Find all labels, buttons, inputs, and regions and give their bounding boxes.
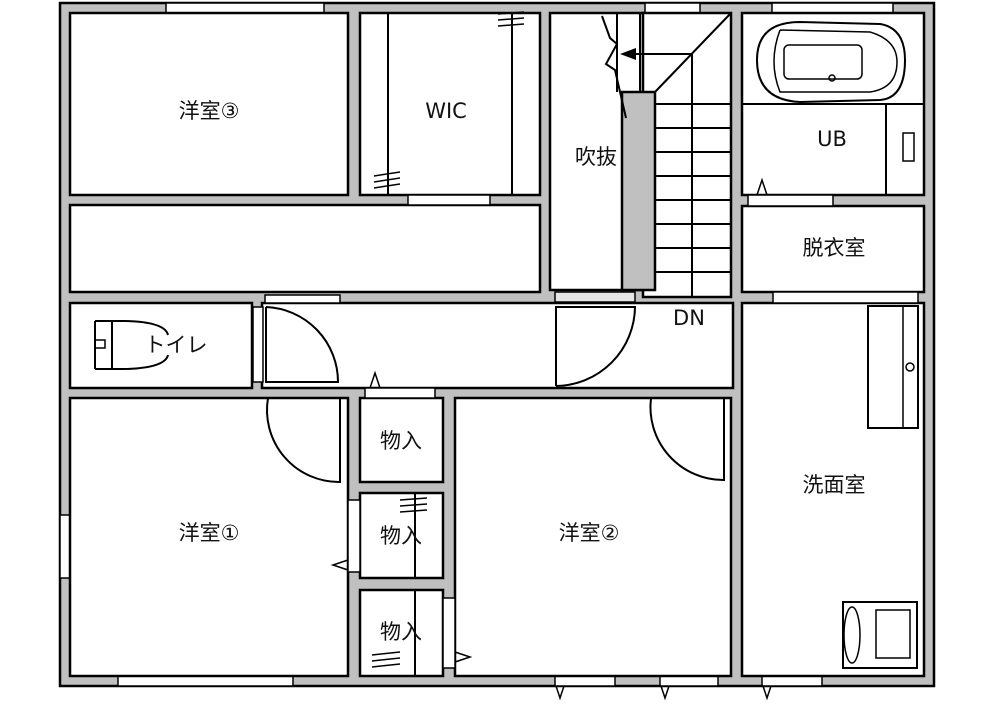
label-toilet: トイレ — [145, 333, 208, 357]
arrow-icon — [620, 48, 636, 60]
room-washroom — [740, 301, 926, 678]
room-dressing — [740, 204, 926, 294]
label-storage-2: 物入 — [380, 524, 422, 548]
room-toilet — [68, 301, 254, 390]
room-storage-2 — [358, 491, 445, 580]
faucet-icon — [902, 132, 915, 162]
label-western-room-1: 洋室① — [179, 521, 240, 545]
label-western-room-2: 洋室② — [559, 521, 620, 545]
label-stairs-down: DN — [673, 306, 705, 330]
room-storage-1 — [358, 396, 445, 484]
hallway — [260, 301, 735, 390]
label-western-room-3: 洋室③ — [179, 99, 240, 123]
sink-icon — [842, 601, 918, 669]
label-wic: WIC — [425, 99, 467, 123]
room-storage-3 — [358, 588, 445, 678]
room-western-1 — [68, 396, 350, 678]
label-atrium: 吹抜 — [575, 145, 617, 169]
corridor-upper — [68, 203, 542, 294]
label-washroom: 洗面室 — [803, 473, 866, 497]
washing-machine-icon — [867, 305, 919, 429]
doors — [252, 11, 919, 676]
room-western-2 — [453, 396, 733, 678]
label-storage-1: 物入 — [380, 429, 422, 453]
room-western-3 — [68, 11, 350, 197]
label-dressing-room: 脱衣室 — [803, 236, 866, 260]
label-unit-bath: UB — [817, 127, 847, 151]
toilet-icon — [94, 320, 169, 370]
room-wic — [358, 11, 542, 197]
label-storage-3: 物入 — [380, 620, 422, 644]
stairs — [554, 12, 732, 303]
staircase — [641, 11, 733, 299]
bathtub-icon — [755, 20, 907, 104]
